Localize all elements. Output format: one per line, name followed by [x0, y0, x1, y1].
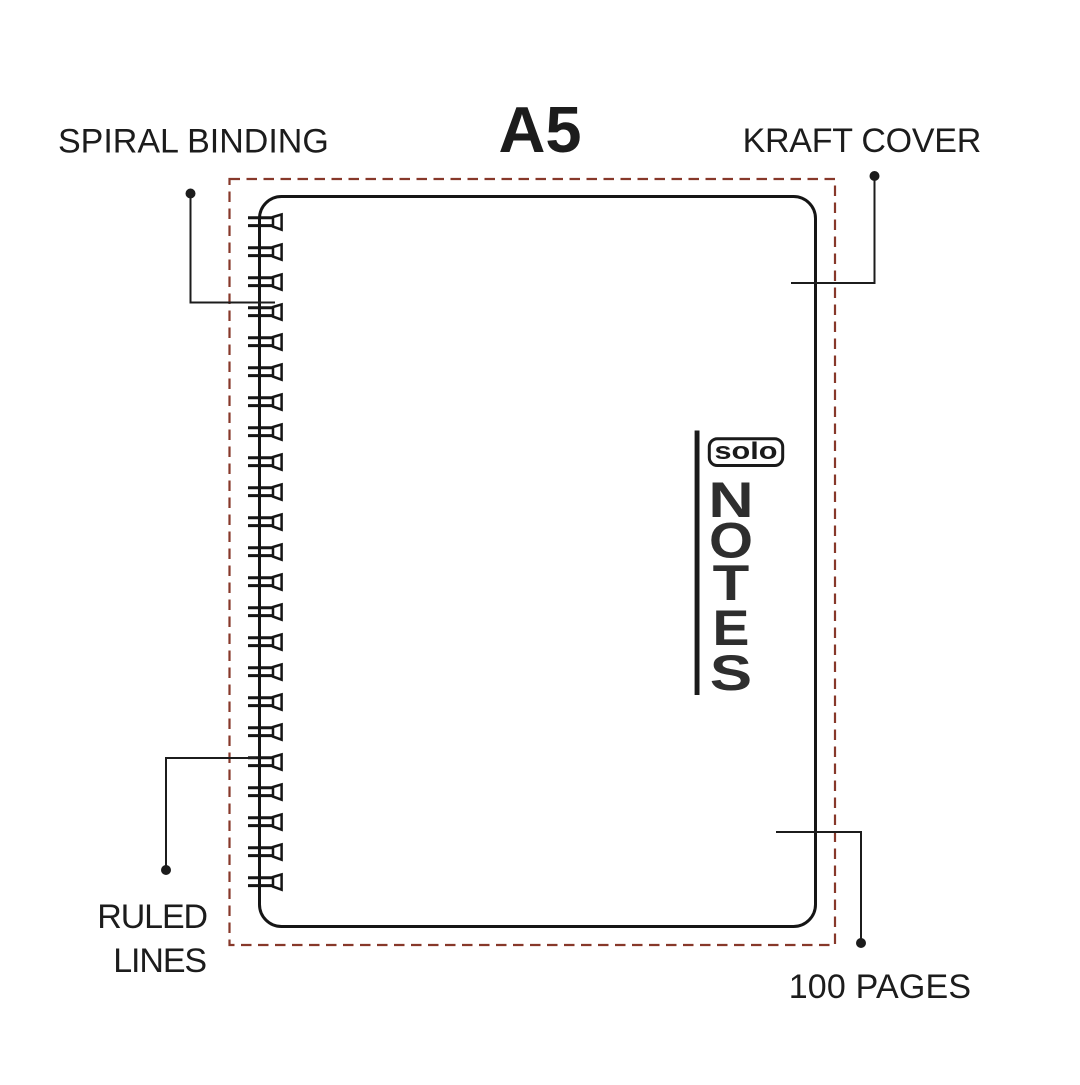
svg-text:E: E — [713, 600, 750, 656]
svg-text:A5: A5 — [498, 93, 581, 166]
svg-text:SPIRAL BINDING: SPIRAL BINDING — [58, 123, 329, 161]
svg-text:solo: solo — [715, 438, 778, 465]
svg-text:S: S — [710, 645, 752, 701]
svg-text:KRAFT COVER: KRAFT COVER — [743, 122, 981, 160]
svg-text:100 PAGES: 100 PAGES — [789, 968, 972, 1006]
svg-text:N: N — [708, 472, 753, 528]
svg-text:LINES: LINES — [113, 942, 206, 980]
svg-text:T: T — [713, 555, 750, 611]
svg-text:O: O — [709, 513, 753, 569]
svg-text:RULED: RULED — [97, 898, 207, 936]
